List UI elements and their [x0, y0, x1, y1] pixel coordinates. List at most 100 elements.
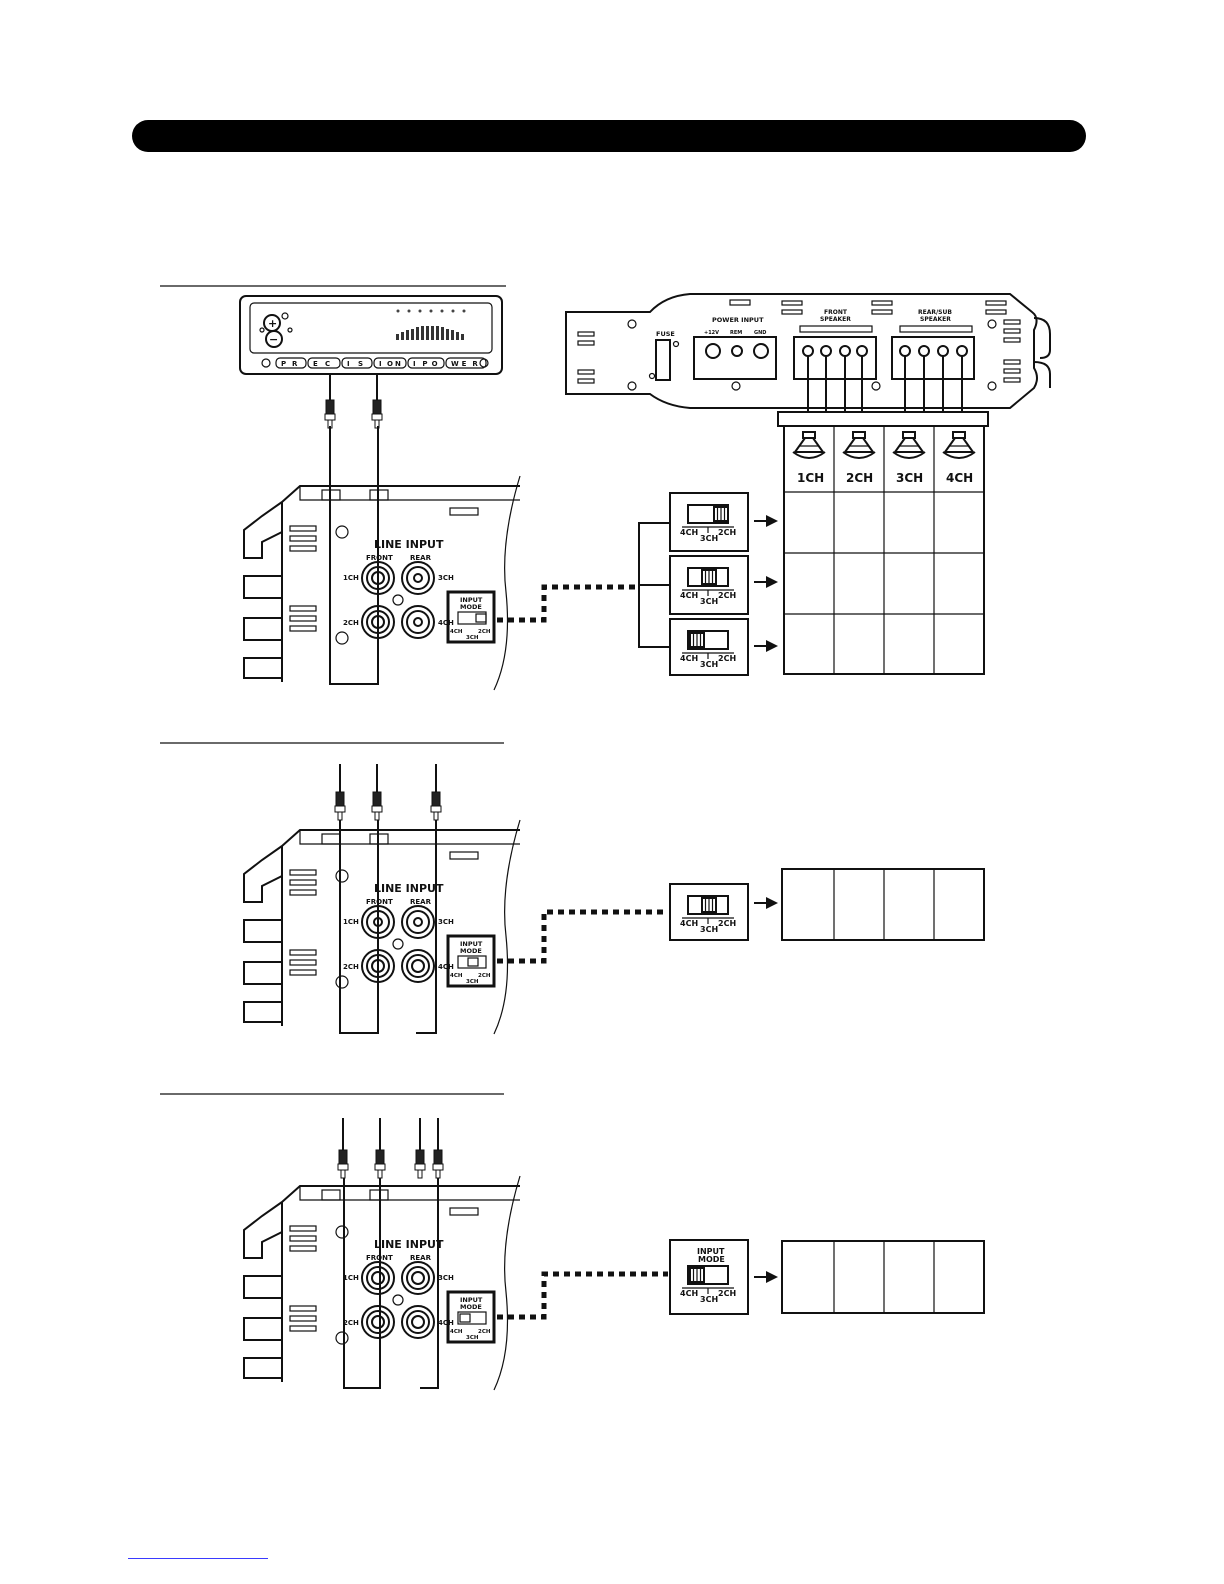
power-input-terminal-block	[693, 336, 777, 380]
rca-plug-collar	[430, 805, 442, 813]
line-input-1ch: 1CH	[343, 574, 359, 582]
front-speaker-terminal-block	[793, 336, 877, 380]
heatsink-fin	[243, 1357, 282, 1379]
panel-vent	[289, 605, 317, 612]
rca-plug-pin	[340, 1169, 346, 1179]
rca-plug-collar	[432, 1163, 444, 1171]
indicator-dot	[429, 309, 433, 313]
switch-knob	[689, 632, 705, 648]
amp-top-edge	[299, 830, 520, 845]
rca-plugs-4ch	[337, 1118, 444, 1179]
eq-bar	[396, 334, 399, 340]
speaker-icon	[842, 431, 876, 459]
switch-box	[669, 883, 749, 941]
head-unit-button-letter: O	[432, 360, 438, 368]
rca-plug-body	[415, 1149, 425, 1165]
rca-plug-pin	[377, 1169, 383, 1179]
heatsink-fin	[243, 501, 283, 559]
cable-loop-3b	[420, 1174, 439, 1389]
panel-screw	[392, 1294, 404, 1306]
rca-plug-pin	[433, 811, 439, 821]
head-unit-button-letter: I	[413, 360, 416, 368]
speaker-terminal-screw	[956, 345, 968, 357]
speaker-terminal-screw	[937, 345, 949, 357]
rca-jack	[361, 1305, 395, 1339]
arrow	[754, 515, 778, 527]
footer-rule	[128, 1558, 268, 1559]
eq-bar	[436, 326, 439, 340]
speaker-rim	[792, 451, 826, 459]
amp-cutaway-edge	[493, 1175, 521, 1391]
rca-plug	[432, 1140, 444, 1179]
arrow-head	[766, 515, 778, 527]
panel-screw	[335, 525, 349, 539]
speaker-channel-1ch: 1CH	[797, 471, 824, 485]
panel-vent	[289, 1315, 317, 1322]
panel-input-mode-box	[446, 1290, 496, 1344]
rca-jack-ring	[406, 1310, 430, 1334]
rca-plug-body	[372, 399, 382, 415]
speaker-terminals	[802, 345, 968, 412]
input-mode-switch-diagrams: 4CH3CH2CH4CH3CH2CH4CH3CH2CH4CH3CH2CHINPU…	[669, 492, 749, 1315]
eq-bar	[411, 329, 414, 340]
speaker-icon	[942, 431, 976, 459]
arrow	[754, 1271, 778, 1283]
line-input-2ch: 2CH	[343, 963, 359, 971]
indicator-dot	[462, 309, 466, 313]
speaker-rim	[842, 451, 876, 459]
channel-table-4ch-mode	[781, 1240, 985, 1314]
switch-label-3ch: 3CH	[700, 534, 718, 543]
fuse-label: FUSE	[656, 330, 675, 338]
arrow-head	[766, 897, 778, 909]
front-speaker-label-1: FRONT	[824, 309, 848, 316]
speaker-rim	[892, 451, 926, 459]
speaker-channel-4ch: 4CH	[946, 471, 973, 485]
rca-jack	[401, 605, 435, 639]
switch-slot	[687, 567, 729, 587]
rca-jack-ring	[406, 610, 430, 634]
panel-switch-slot	[457, 955, 487, 969]
line-input-rear: REAR	[410, 1254, 432, 1262]
rca-plug-body	[338, 1149, 348, 1165]
head-unit-button	[373, 357, 407, 369]
cable-loop-2b	[416, 815, 437, 1034]
speaker-icon	[892, 431, 926, 459]
amp-top-edge	[299, 1186, 520, 1201]
switch-scale	[682, 589, 734, 596]
rca-jack-center	[411, 1315, 425, 1329]
speaker-terminal-screw	[918, 345, 930, 357]
head-unit-button-letter: O	[387, 360, 393, 368]
dashed-leader-3	[497, 1271, 668, 1320]
rca-plug	[324, 390, 336, 429]
speaker-terminal-screw	[899, 345, 911, 357]
volume-down-label: −	[269, 333, 278, 346]
cable-loop-1	[329, 426, 379, 685]
power-term-gnd: GND	[754, 330, 766, 336]
switch-label-4ch: 4CH	[680, 654, 698, 663]
rca-jack-ring	[406, 954, 430, 978]
heatsink-fin	[243, 1275, 282, 1299]
rca-plug-collar	[414, 1163, 426, 1171]
panel-switch-4ch: 4CH	[450, 973, 463, 979]
heatsink-fin	[243, 617, 282, 641]
channel-table-3ch-mode	[781, 868, 985, 941]
panel-vent	[289, 625, 317, 632]
rca-jack-center	[413, 573, 423, 583]
mode-box-line2: MODE	[698, 1255, 725, 1264]
heatsink-fin	[243, 919, 282, 943]
panel-vent	[289, 535, 317, 542]
dashed-leader-1	[497, 584, 638, 623]
rca-plug-body	[431, 791, 441, 807]
arrow	[754, 640, 778, 652]
amp-case-edge	[281, 485, 520, 682]
head-unit-button-letter: E	[462, 360, 467, 368]
panel-switch-knob	[475, 613, 487, 623]
rca-plug-body	[372, 791, 382, 807]
head-unit-button	[275, 357, 307, 369]
head-unit-button-letter: N	[395, 360, 401, 368]
switch-label-4ch: 4CH	[680, 1289, 698, 1298]
